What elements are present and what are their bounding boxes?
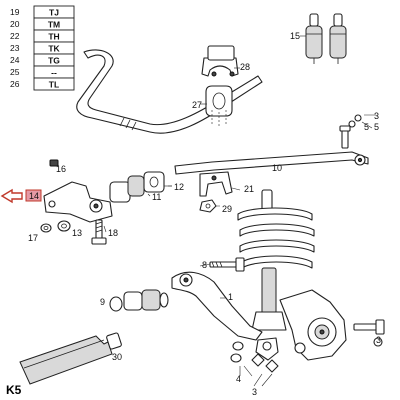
dampers-15 (300, 13, 347, 64)
label-part-17: 17 (28, 233, 38, 243)
grease-tube-30 (19, 332, 122, 385)
table-row-number: 24 (10, 55, 20, 65)
lower-control-arm-1 (171, 271, 263, 341)
bolt-lower-right (353, 319, 385, 347)
table-row: 22 TH (10, 29, 75, 43)
bracket-21 (199, 171, 233, 197)
coil-spring-strut (237, 189, 315, 331)
label-part-13: 13 (72, 228, 82, 238)
block-16 (49, 159, 59, 167)
label-part-30: 30 (112, 352, 122, 362)
bolt-8 (209, 257, 245, 272)
stabiliser-bar (76, 49, 263, 134)
label-part-16: 16 (56, 164, 66, 174)
table-row-code: TK (48, 44, 60, 54)
table-row: 26 TL (10, 77, 75, 91)
clamp-bracket-28 (201, 45, 240, 77)
steering-knuckle (279, 289, 347, 361)
table-row-code: TM (48, 20, 60, 30)
label-part-4: 4 (236, 374, 241, 384)
table-row-number: 20 (10, 19, 20, 29)
table-row: 19 TJ (10, 5, 75, 19)
highlight-pointer-arrow (0, 188, 42, 204)
label-part-10: 10 (272, 163, 282, 173)
table-row: 25 -- (10, 65, 75, 79)
label-part-5-left: 5 (364, 122, 369, 132)
label-part-29: 29 (222, 204, 232, 214)
mounting-bracket-14 (43, 181, 113, 223)
label-part-27: 27 (192, 100, 202, 110)
bolt-18 (91, 219, 107, 245)
nut-29 (199, 199, 217, 213)
table-row-code: TL (49, 80, 59, 90)
table-row-number: 25 (10, 67, 20, 77)
rod-10 (174, 151, 369, 175)
label-part-18: 18 (108, 228, 118, 238)
label-part-15: 15 (290, 31, 300, 41)
label-part-3-right: 3 (376, 335, 381, 345)
bush-set-11-12 (109, 171, 172, 203)
bush-set-9 (109, 289, 169, 312)
table-row-code: TG (48, 56, 60, 66)
page-code: K5 (6, 383, 22, 397)
label-part-5-right: 5 (374, 122, 379, 132)
label-part-14: 14 (29, 191, 39, 201)
table-row-number: 19 (10, 7, 20, 17)
label-part-3-bottom: 3 (252, 387, 257, 397)
table-row: 24 TG (10, 53, 75, 67)
table-row-number: 23 (10, 43, 20, 53)
table-row: 23 TK (10, 41, 75, 55)
table-row: 20 TM (10, 17, 75, 31)
washers-17-13 (40, 220, 71, 233)
ball-joint-fasteners (230, 337, 279, 387)
label-part-1: 1 (228, 292, 233, 302)
label-part-9: 9 (100, 297, 105, 307)
table-row-number: 26 (10, 79, 20, 89)
bush-27 (200, 85, 233, 126)
table-row-code: TJ (49, 8, 59, 18)
code-table: 19 TJ 20 TM 22 TH 23 TK 24 TG 25 -- (10, 5, 75, 91)
table-row-code: TH (48, 32, 59, 42)
bolt-set-upper-right (339, 114, 376, 149)
label-part-28: 28 (240, 62, 250, 72)
label-part-11: 11 (152, 192, 161, 202)
label-part-3-top: 3 (374, 111, 379, 121)
table-row-number: 22 (10, 31, 20, 41)
part-labels: 16 14 17 13 18 11 12 28 27 15 3 5 5 10 2… (28, 31, 381, 397)
table-row-code: -- (51, 68, 57, 78)
label-part-21: 21 (244, 184, 254, 194)
label-part-12: 12 (174, 182, 184, 192)
